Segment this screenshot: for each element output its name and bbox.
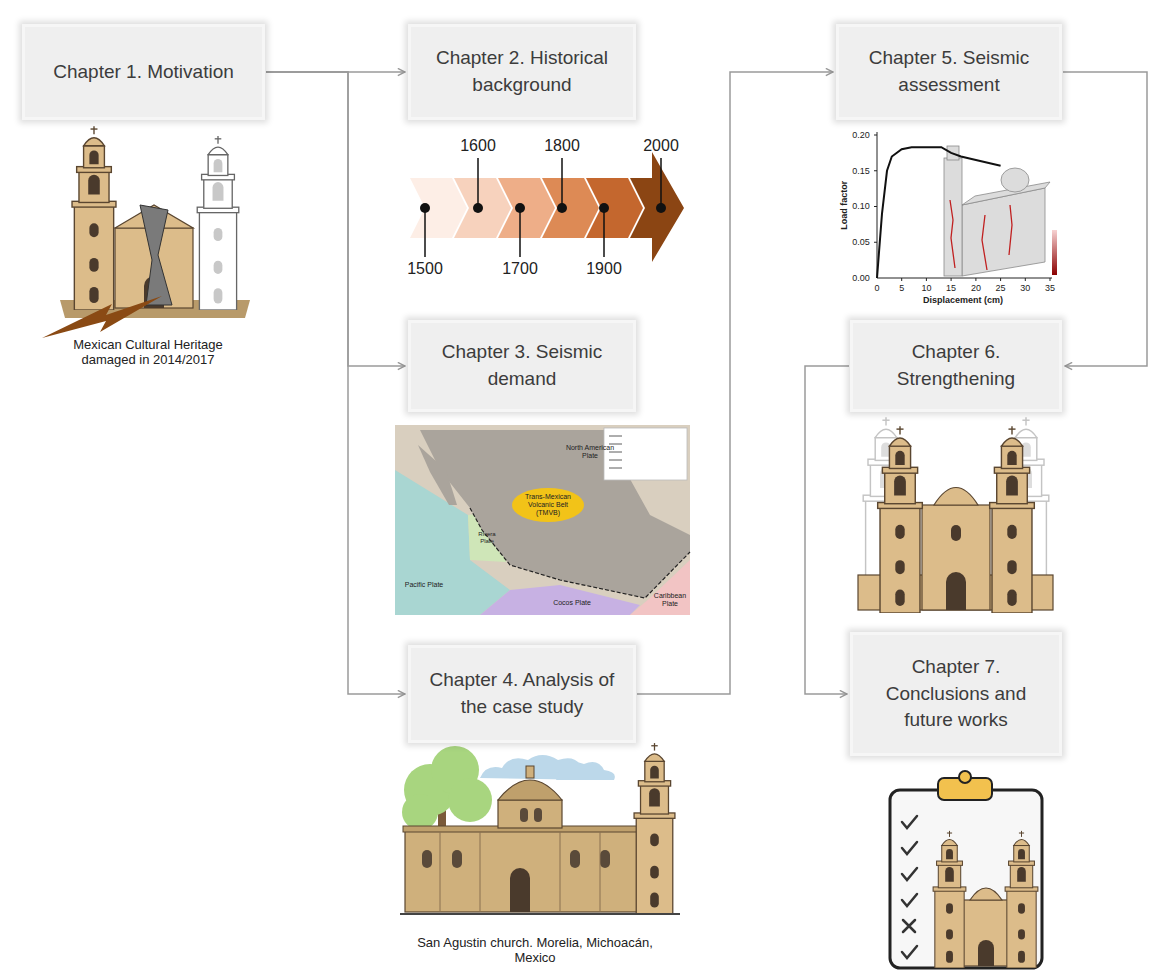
map-label: Cocos Plate	[542, 599, 602, 607]
strengthened-church	[858, 417, 1053, 613]
year-label: 2000	[639, 137, 683, 155]
chapter-box: Chapter 3. Seismic demand	[408, 320, 636, 412]
damaged-churches	[42, 126, 250, 338]
year-label: 1700	[498, 260, 542, 278]
chapter-title: Chapter 1. Motivation	[53, 59, 234, 86]
chapter-box: Chapter 7. Conclusions and future works	[850, 632, 1062, 756]
axis-tick: 35	[1042, 283, 1058, 293]
map-label: Trans-Mexican Volcanic Belt (TMVB)	[519, 493, 577, 517]
axis-tick: 30	[1017, 283, 1033, 293]
chapter-box: Chapter 2. Historical background	[408, 24, 636, 120]
capacity-chart	[874, 132, 1057, 281]
year-label: 1900	[582, 260, 626, 278]
axis-tick: 0.15	[849, 166, 873, 176]
chapter-title: Chapter 5. Seismic assessment	[851, 45, 1047, 98]
timeline	[410, 152, 684, 262]
figure-caption: San Agustin church. Morelia, Michoacán, …	[415, 936, 655, 966]
year-label: 1600	[456, 137, 500, 155]
chapter-title: Chapter 6. Strengthening	[865, 339, 1047, 392]
axis-tick: 0.10	[849, 201, 873, 211]
axis-tick: 0	[869, 283, 885, 293]
connector	[1063, 72, 1147, 366]
map-label: Rivera Plate	[472, 531, 502, 545]
figure-caption: Mexican Cultural Heritage damaged in 201…	[53, 338, 243, 368]
tectonic-map	[395, 425, 690, 615]
chapter-box: Chapter 6. Strengthening	[850, 320, 1062, 412]
axis-tick: 10	[918, 283, 934, 293]
chapter-box: Chapter 4. Analysis of the case study	[408, 645, 636, 743]
chapter-box: Chapter 5. Seismic assessment	[836, 24, 1062, 120]
axis-title: Load factor	[839, 170, 849, 240]
axis-tick: 5	[894, 283, 910, 293]
axis-tick: 20	[968, 283, 984, 293]
year-label: 1500	[403, 260, 447, 278]
map-label: North American Plate	[564, 444, 616, 460]
map-label: Caribbean Plate	[651, 592, 689, 608]
chapter-box: Chapter 1. Motivation	[22, 24, 265, 120]
axis-tick: 25	[993, 283, 1009, 293]
axis-tick: 0.05	[849, 237, 873, 247]
connector	[637, 72, 833, 694]
axis-tick: 0.00	[849, 273, 873, 283]
checklist-clipboard	[890, 771, 1042, 968]
chapter-title: Chapter 7. Conclusions and future works	[865, 654, 1047, 734]
axis-tick: 0.20	[849, 130, 873, 140]
year-label: 1800	[540, 137, 584, 155]
chapter-title: Chapter 2. Historical background	[423, 45, 621, 98]
map-label: Pacific Plate	[404, 581, 444, 589]
connector	[805, 366, 849, 694]
axis-tick: 15	[943, 283, 959, 293]
chapter-title: Chapter 4. Analysis of the case study	[423, 667, 621, 720]
axis-title: Displacement (cm)	[898, 295, 1028, 305]
chapter-title: Chapter 3. Seismic demand	[423, 339, 621, 392]
san-agustin-church	[400, 743, 680, 914]
connector	[266, 72, 405, 366]
connector	[266, 72, 405, 694]
